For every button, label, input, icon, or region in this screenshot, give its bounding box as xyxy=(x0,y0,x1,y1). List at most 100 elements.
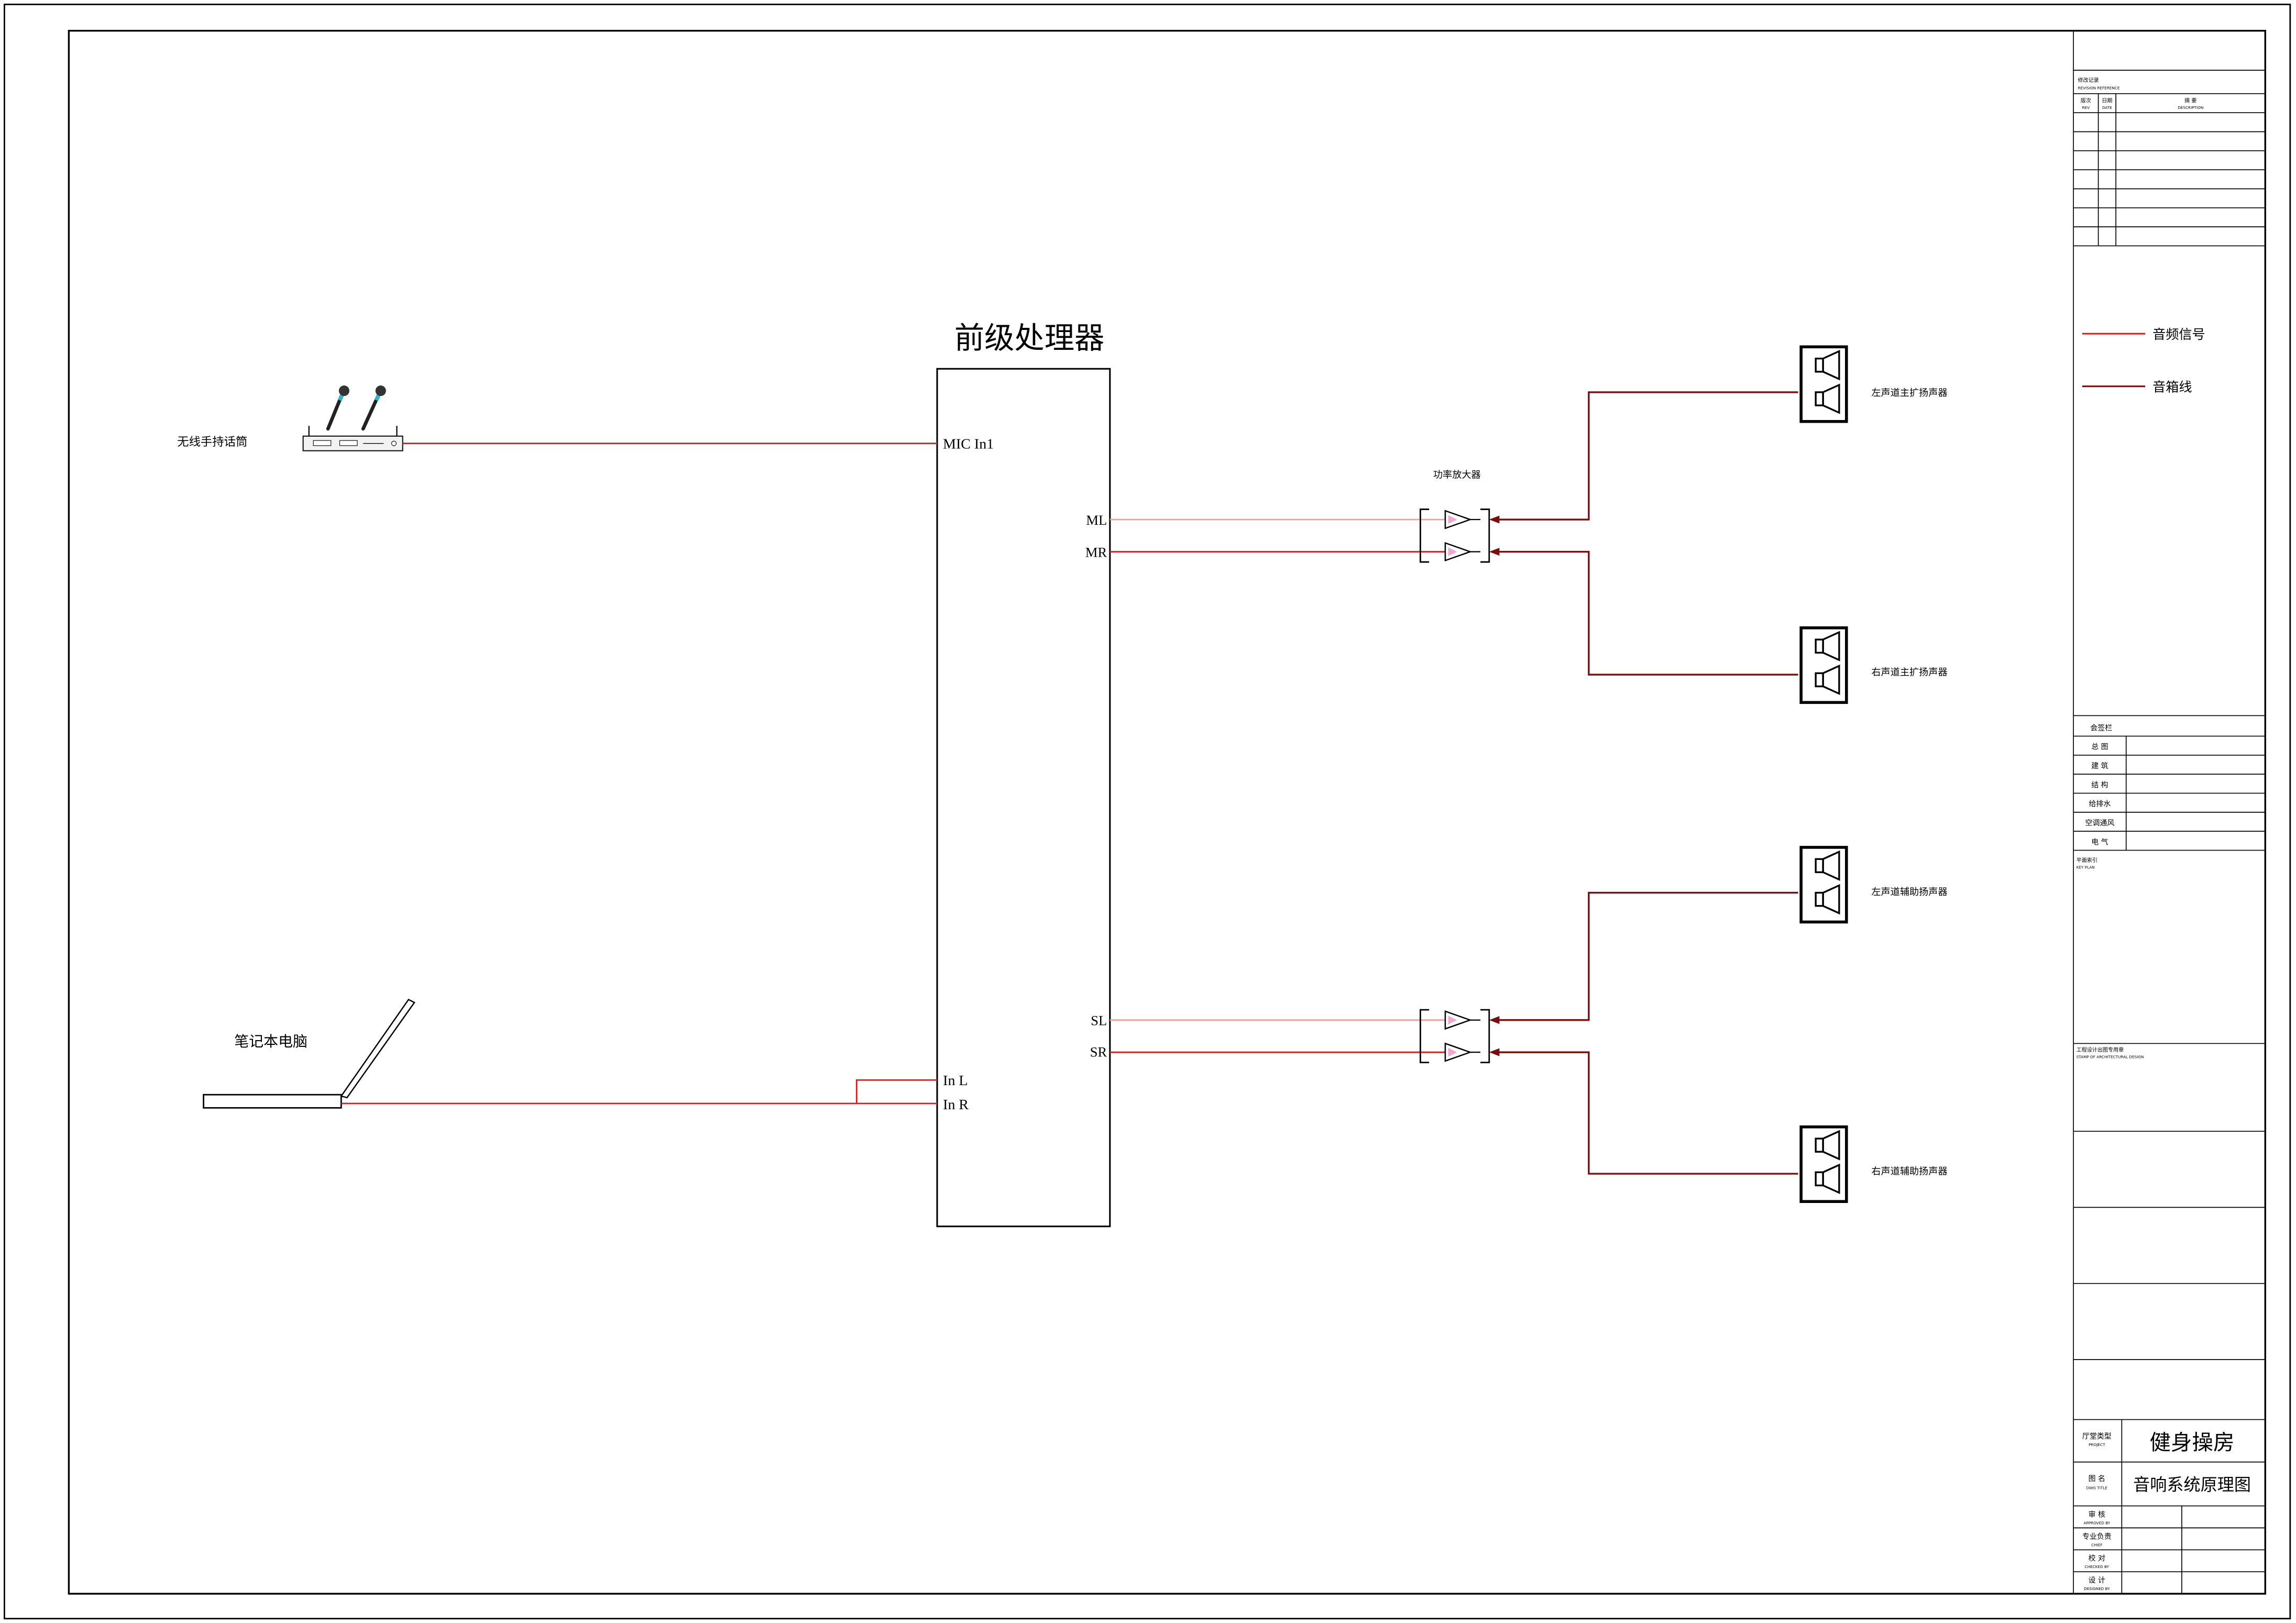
port-sr: SR xyxy=(1090,1044,1107,1060)
mic-head xyxy=(375,385,386,396)
amp-channel-icon xyxy=(1444,542,1473,562)
signoff-designed-label: 设 计 xyxy=(2089,1576,2105,1585)
amp-bracket-left xyxy=(1420,509,1430,563)
revision-col-description: 摘 要 xyxy=(2184,97,2196,104)
amp-channel-icon xyxy=(1444,1010,1473,1030)
revision-title-en: REVISION REFERENCE xyxy=(2078,85,2120,90)
signoff-chief-label-en: CHIEF xyxy=(2091,1542,2102,1547)
project-name: 健身操房 xyxy=(2149,1430,2234,1455)
countersign-table: 会签栏 总 图 建 筑 结 构 给排水 空调通风 电 气 xyxy=(2073,715,2266,851)
stamp-label-en: STAMP OF ARCHITECTURAL DESIGN xyxy=(2077,1054,2144,1059)
key-plan-label-en: KEY PLAN xyxy=(2077,865,2095,869)
speaker-cable-main-right xyxy=(1498,550,1798,676)
amp-channel-icon xyxy=(1444,510,1473,529)
revision-col-date-en: DATE xyxy=(2102,105,2112,110)
project-label: 厅堂类型 xyxy=(2082,1432,2112,1441)
countersign-row-label: 结 构 xyxy=(2091,781,2108,789)
amp-bracket-right xyxy=(1480,509,1490,563)
receiver-display xyxy=(339,440,358,446)
speaker-aux-right: 右声道辅助扬声器 xyxy=(1799,1125,1948,1204)
revision-table: 修改记录 REVISION REFERENCE 版次 REV 日期 DATE 摘… xyxy=(2073,70,2266,247)
speaker-driver-cone xyxy=(1822,1130,1840,1161)
speaker-driver-cone xyxy=(1822,631,1840,661)
speaker-cable-arrow xyxy=(1489,1016,1500,1024)
amp-channel-icon xyxy=(1444,1042,1473,1062)
revision-col-rev-en: REV xyxy=(2082,105,2090,110)
signoff-designed-label-en: DESIGNED BY xyxy=(2084,1586,2110,1591)
legend: 音频信号 音箱线 xyxy=(2082,327,2205,395)
handheld-mic-icon xyxy=(326,385,349,431)
power-amplifier-surround xyxy=(1420,1009,1490,1064)
amp-bracket-right xyxy=(1480,1009,1490,1064)
port-sl: SL xyxy=(1091,1012,1107,1028)
port-in-r: In R xyxy=(943,1097,969,1113)
signoff-checked-label-en: CHECKED BY xyxy=(2085,1564,2110,1569)
port-mr: MR xyxy=(1085,544,1107,560)
revision-col-date: 日期 xyxy=(2102,98,2112,104)
amp-channel-detail xyxy=(1448,515,1457,524)
laptop-screen-icon xyxy=(340,998,415,1099)
speaker-cable-aux-left xyxy=(1498,891,1798,1021)
mic-head xyxy=(338,385,349,396)
speaker-label: 右声道主扩扬声器 xyxy=(1871,667,1947,678)
speaker-cable-arrow xyxy=(1489,547,1500,556)
amp-channel-detail xyxy=(1448,1015,1457,1025)
wireless-mic-label: 无线手持话筒 xyxy=(177,435,247,449)
laptop-source: 笔记本电脑 xyxy=(203,998,415,1109)
signoff-checked-label: 校 对 xyxy=(2089,1554,2105,1563)
handheld-mic-icon xyxy=(361,385,386,431)
signoff-approved-label-en: APPROVED BY xyxy=(2083,1520,2110,1525)
port-in-l: In L xyxy=(943,1073,968,1089)
project-label-en: PROJECT xyxy=(2089,1442,2105,1447)
speaker-driver-cone xyxy=(1822,383,1840,414)
speaker-cable-main-left xyxy=(1498,391,1798,521)
speaker-cable-aux-right xyxy=(1498,1051,1798,1175)
speaker-label: 右声道辅助扬声器 xyxy=(1871,1166,1947,1177)
key-plan-label: 平面索引 xyxy=(2077,857,2097,864)
countersign-row-label: 空调通风 xyxy=(2085,819,2114,827)
countersign-title: 会签栏 xyxy=(2090,723,2112,732)
power-amplifier-main xyxy=(1420,509,1490,563)
countersign-row-label: 电 气 xyxy=(2091,838,2108,846)
receiver-display xyxy=(313,440,332,446)
speaker-driver-cone xyxy=(1822,850,1840,881)
port-mic-in1: MIC In1 xyxy=(943,436,994,452)
laptop-label: 笔记本电脑 xyxy=(234,1033,307,1050)
amplifier-label: 功率放大器 xyxy=(1433,469,1481,480)
speaker-aux-left: 左声道辅助扬声器 xyxy=(1799,846,1948,924)
drawing-frame xyxy=(68,30,2266,1595)
revision-col-description-en: DESCRIPTION xyxy=(2178,105,2203,110)
processor-box xyxy=(936,368,1111,1228)
drawing-title-label-en: DWG TITLE xyxy=(2086,1485,2108,1490)
mic-handle xyxy=(326,394,343,431)
countersign-row-label: 总 图 xyxy=(2091,743,2108,752)
mic-handle xyxy=(361,394,380,431)
speaker-driver-cone xyxy=(1822,664,1840,695)
amp-channel-detail xyxy=(1448,547,1457,556)
speaker-driver-cone xyxy=(1822,350,1840,381)
receiver-knob xyxy=(391,440,397,446)
speaker-cables xyxy=(1489,391,1798,1175)
speaker-driver-cone xyxy=(1822,884,1840,915)
sheet-border xyxy=(3,3,2291,1620)
laptop-base-icon xyxy=(203,1094,342,1109)
legend-audio-signal-label: 音频信号 xyxy=(2152,327,2205,342)
speaker-label: 左声道辅助扬声器 xyxy=(1871,887,1947,898)
stamp-label: 工程设计出图专用章 xyxy=(2077,1046,2124,1053)
speaker-cable-arrow xyxy=(1489,515,1500,524)
amp-bracket-left xyxy=(1420,1009,1430,1064)
speaker-driver-cone xyxy=(1822,1163,1840,1195)
preamp-processor: 前级处理器 MIC In1 ML MR SL SR In L In R xyxy=(936,321,1111,1228)
drawing-title-label: 图 名 xyxy=(2089,1475,2105,1483)
revision-col-rev: 版次 xyxy=(2081,97,2091,104)
revision-title: 修改记录 xyxy=(2078,76,2099,83)
port-ml: ML xyxy=(1086,512,1107,528)
countersign-row-label: 建 筑 xyxy=(2091,762,2108,770)
laptop-left-signal-line xyxy=(855,1079,937,1103)
speaker-label: 左声道主扩扬声器 xyxy=(1871,388,1947,399)
title-block: 修改记录 REVISION REFERENCE 版次 REV 日期 DATE 摘… xyxy=(2073,30,2266,1594)
signoff-approved-label: 审 核 xyxy=(2089,1510,2105,1519)
speaker-main-right: 右声道主扩扬声器 xyxy=(1799,626,1948,704)
drawing-title: 音响系统原理图 xyxy=(2133,1475,2251,1495)
